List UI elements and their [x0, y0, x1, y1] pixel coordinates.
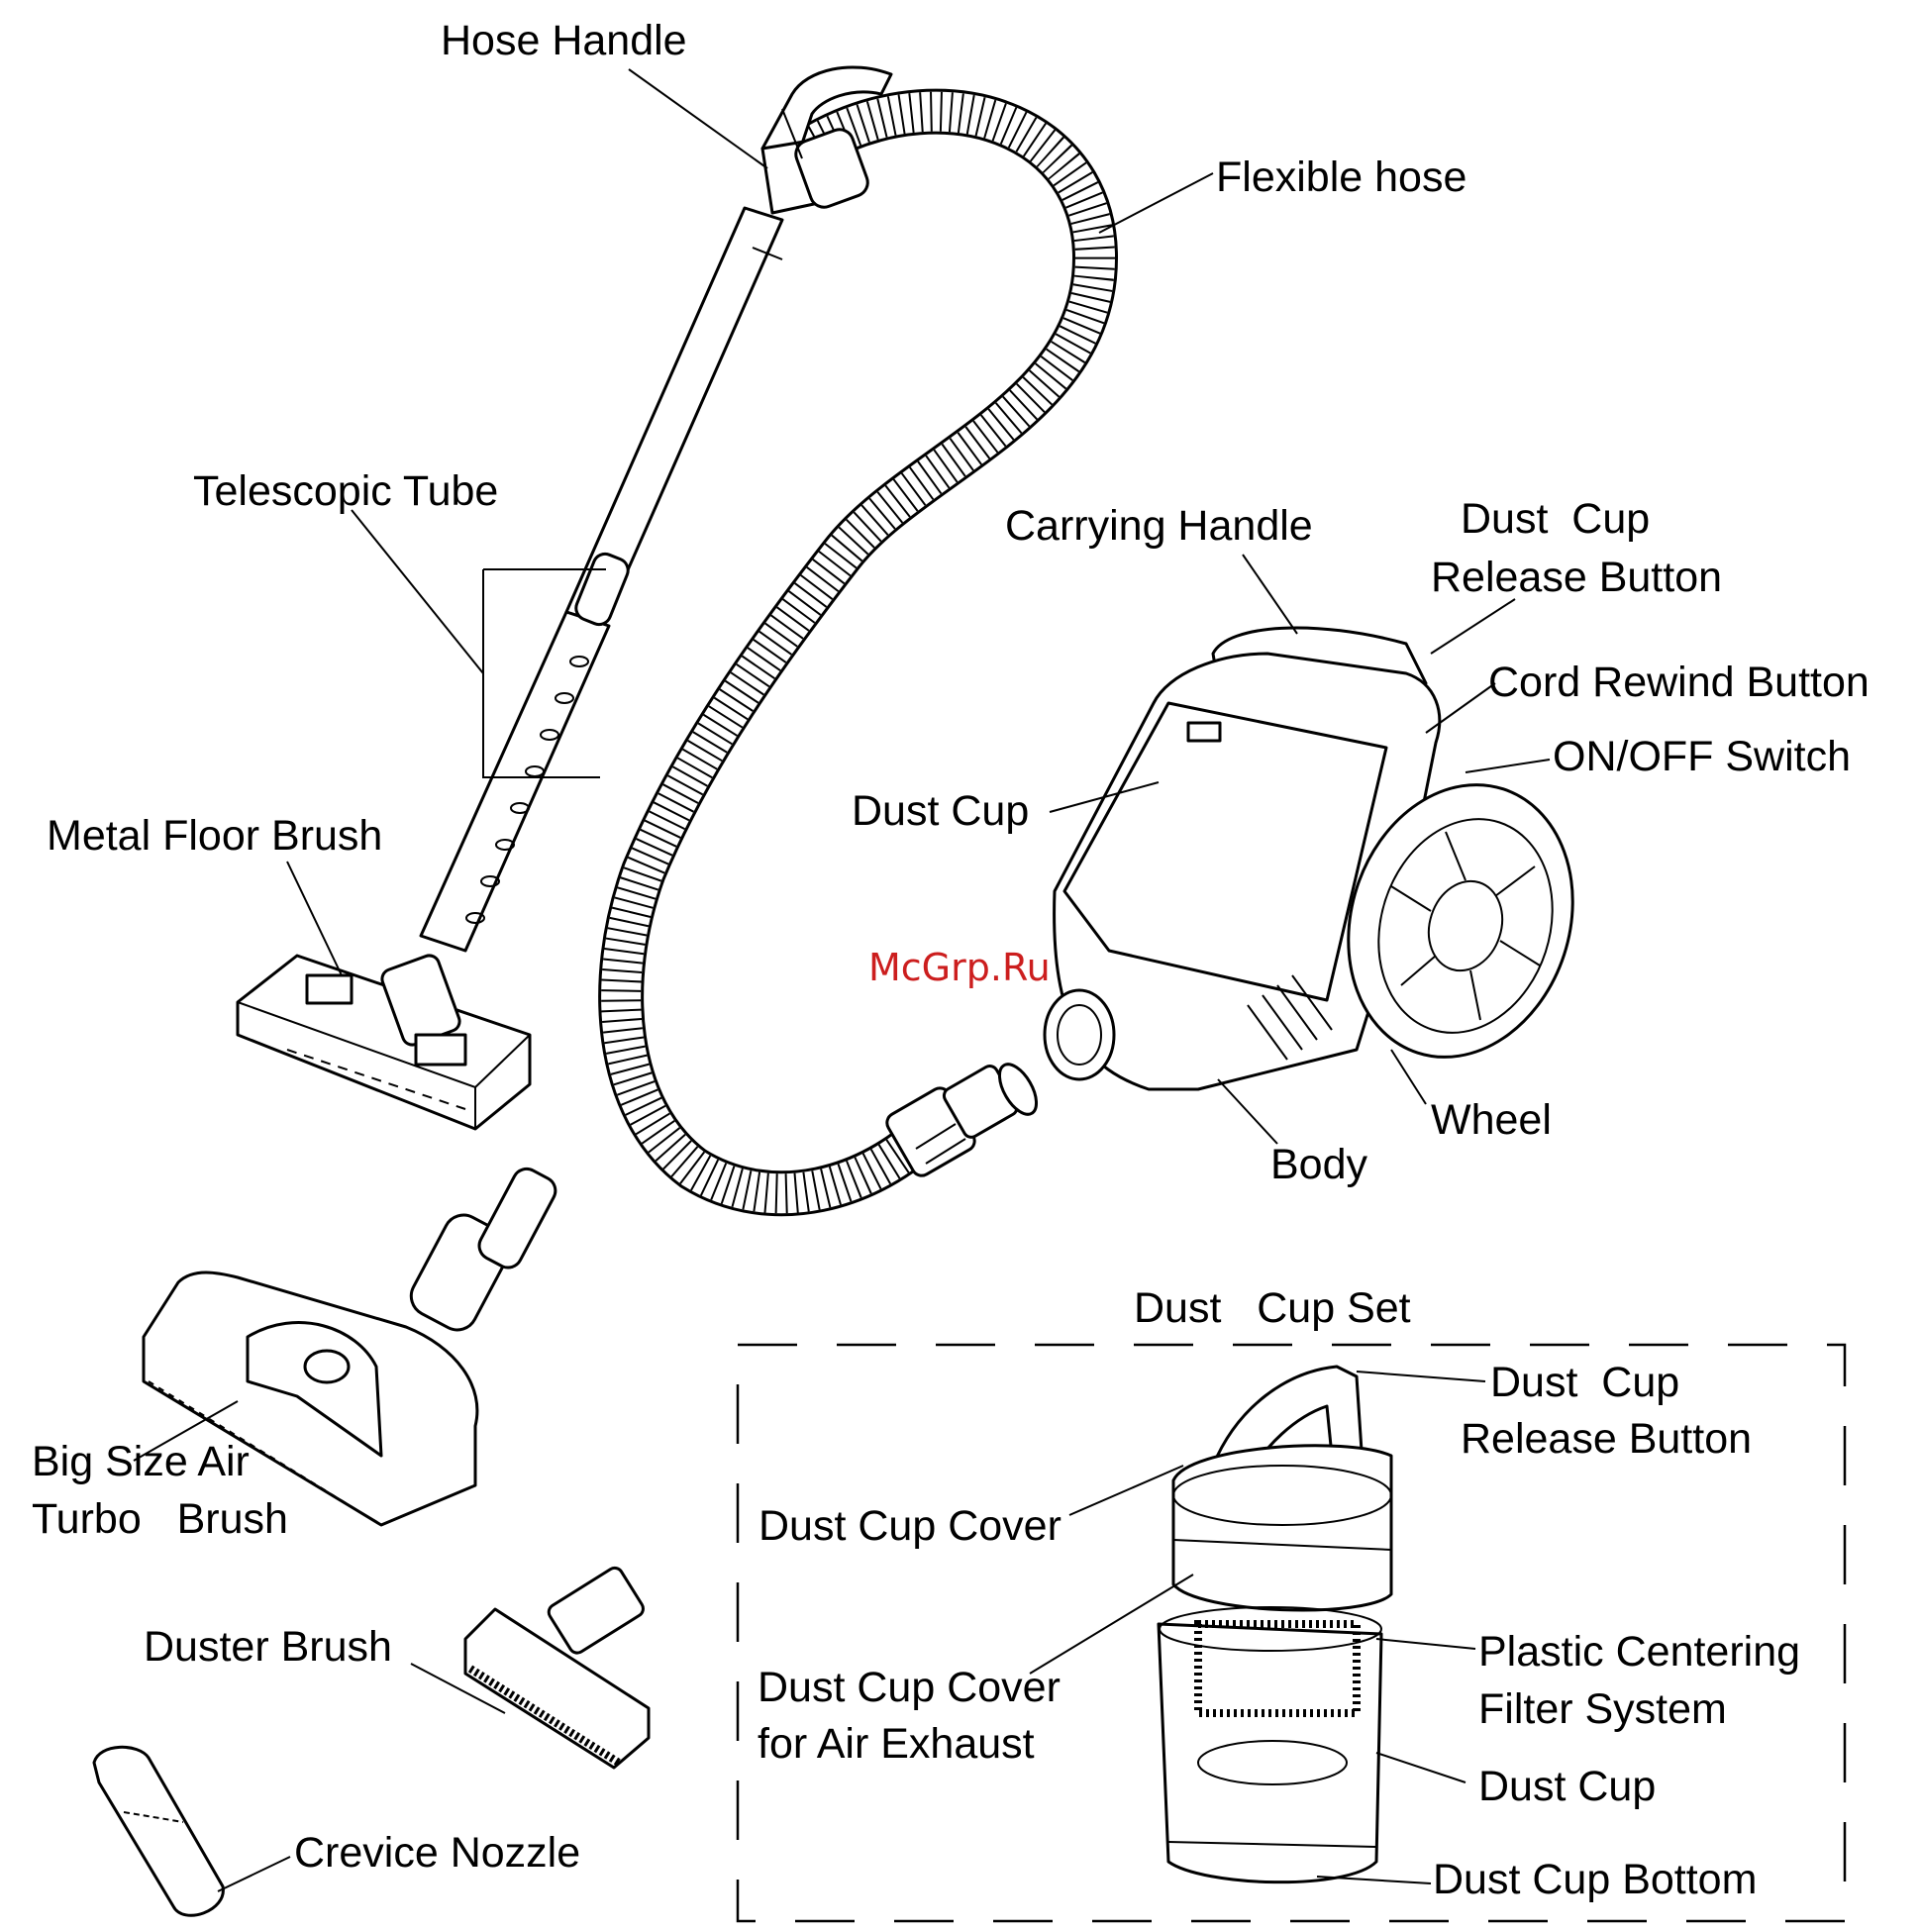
- label-dust-cup-cover: Dust Cup Cover: [758, 1502, 1062, 1550]
- label-dust-cup-body: Dust Cup: [852, 787, 1029, 835]
- turbo-brush-drawing: [142, 1167, 557, 1527]
- hose-handle-drawing: [760, 65, 893, 215]
- label-dust-cup-release-set-line2: Release Button: [1461, 1415, 1752, 1463]
- label-dust-cup-release-top-line2: Release Button: [1431, 554, 1722, 601]
- leader-lines: [133, 68, 1551, 1892]
- crevice-nozzle-drawing: [92, 1745, 225, 1917]
- label-dust-cup-cover-exhaust-line1: Dust Cup Cover: [758, 1664, 1061, 1711]
- dust-cup-set-box: [736, 1343, 1847, 1923]
- telescopic-tube-drawing: [419, 206, 784, 953]
- label-dust-cup-cover-exhaust-line2: for Air Exhaust: [758, 1720, 1035, 1768]
- watermark-text: McGrp.Ru: [868, 946, 1051, 989]
- label-on-off-switch: ON/OFF Switch: [1553, 733, 1851, 780]
- label-crevice-nozzle: Crevice Nozzle: [294, 1829, 580, 1877]
- label-dust-cup-release-set-line1: Dust Cup: [1490, 1359, 1679, 1406]
- label-dust-cup-set: Dust Cup Set: [1134, 1284, 1411, 1332]
- label-plastic-centering-line2: Filter System: [1478, 1685, 1727, 1733]
- label-big-size-air-line2: Turbo Brush: [32, 1495, 288, 1543]
- flexible-hose-drawing: [598, 88, 1118, 1217]
- label-plastic-centering-line1: Plastic Centering: [1478, 1628, 1800, 1676]
- label-hose-handle: Hose Handle: [441, 17, 687, 64]
- metal-floor-brush-drawing: [236, 954, 532, 1131]
- label-dust-cup-set-cup: Dust Cup: [1478, 1763, 1656, 1810]
- dust-cup-set-drawing: [1157, 1365, 1393, 1884]
- label-flexible-hose: Flexible hose: [1216, 153, 1466, 201]
- label-cord-rewind-button: Cord Rewind Button: [1488, 659, 1870, 706]
- label-telescopic-tube: Telescopic Tube: [193, 467, 498, 515]
- label-carrying-handle: Carrying Handle: [1005, 502, 1313, 550]
- label-metal-floor-brush: Metal Floor Brush: [47, 812, 382, 860]
- label-duster-brush: Duster Brush: [144, 1623, 392, 1671]
- label-dust-cup-release-top-line1: Dust Cup: [1461, 495, 1650, 543]
- label-big-size-air-line1: Big Size Air: [32, 1438, 250, 1485]
- label-group: Hose Handle Flexible hose Telescopic Tub…: [32, 17, 1870, 1903]
- label-wheel: Wheel: [1431, 1096, 1552, 1144]
- vacuum-body-drawing: [1043, 626, 1574, 1091]
- hose-end-connector: [885, 1063, 1039, 1177]
- label-body: Body: [1270, 1141, 1368, 1188]
- label-dust-cup-bottom: Dust Cup Bottom: [1433, 1856, 1757, 1903]
- wheel-drawing: [1347, 783, 1574, 1059]
- duster-brush-drawing: [463, 1566, 651, 1770]
